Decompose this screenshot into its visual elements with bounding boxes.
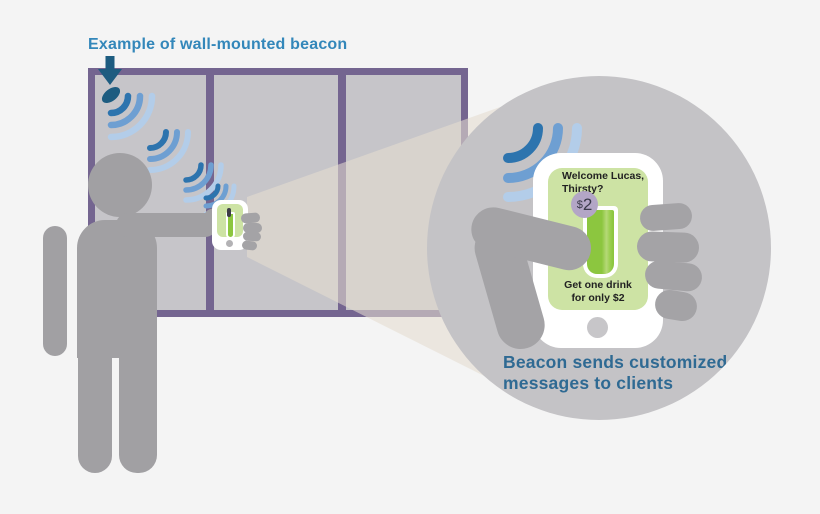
person-head bbox=[88, 153, 152, 217]
offer-line-2: for only $2 bbox=[571, 291, 625, 304]
finger-small bbox=[243, 223, 262, 233]
finger-small bbox=[240, 212, 261, 224]
home-button-small bbox=[226, 240, 233, 247]
price-currency: $ bbox=[576, 198, 583, 211]
person-body bbox=[77, 220, 157, 358]
finger-ring bbox=[643, 259, 704, 293]
thumb-tip-mark bbox=[227, 208, 231, 217]
drink-fill bbox=[587, 210, 614, 274]
price-badge: $ 2 bbox=[571, 191, 598, 218]
caption: Beacon sends customized messages to clie… bbox=[503, 352, 727, 394]
caption-line-1: Beacon sends customized bbox=[503, 352, 728, 372]
person-leg-right bbox=[119, 348, 157, 473]
finger-middle bbox=[636, 230, 700, 264]
down-arrow-icon bbox=[98, 56, 122, 85]
finger-index bbox=[639, 202, 693, 232]
greeting-line-1: Welcome Lucas, bbox=[562, 170, 645, 182]
person-leg-left bbox=[78, 348, 112, 473]
beacon-icon bbox=[101, 86, 121, 104]
finger-small bbox=[241, 240, 258, 251]
price-amount: 2 bbox=[582, 194, 593, 214]
offer-text: Get one drink for only $2 bbox=[548, 279, 648, 304]
drink-glass-icon bbox=[583, 206, 618, 278]
greeting-line-2: Thirsty? bbox=[562, 183, 604, 195]
page-title: Example of wall-mounted beacon bbox=[88, 36, 348, 53]
offer-line-1: Get one drink bbox=[564, 279, 632, 291]
greeting-text: Welcome Lucas, Thirsty? bbox=[562, 170, 644, 196]
home-button-large bbox=[587, 317, 608, 338]
person-arm-left bbox=[43, 226, 67, 356]
person-arm-right bbox=[116, 213, 217, 237]
magnifier-circle: Welcome Lucas, Thirsty? $ 2 Get one drin… bbox=[427, 76, 771, 420]
caption-line-2: messages to clients bbox=[503, 373, 674, 393]
